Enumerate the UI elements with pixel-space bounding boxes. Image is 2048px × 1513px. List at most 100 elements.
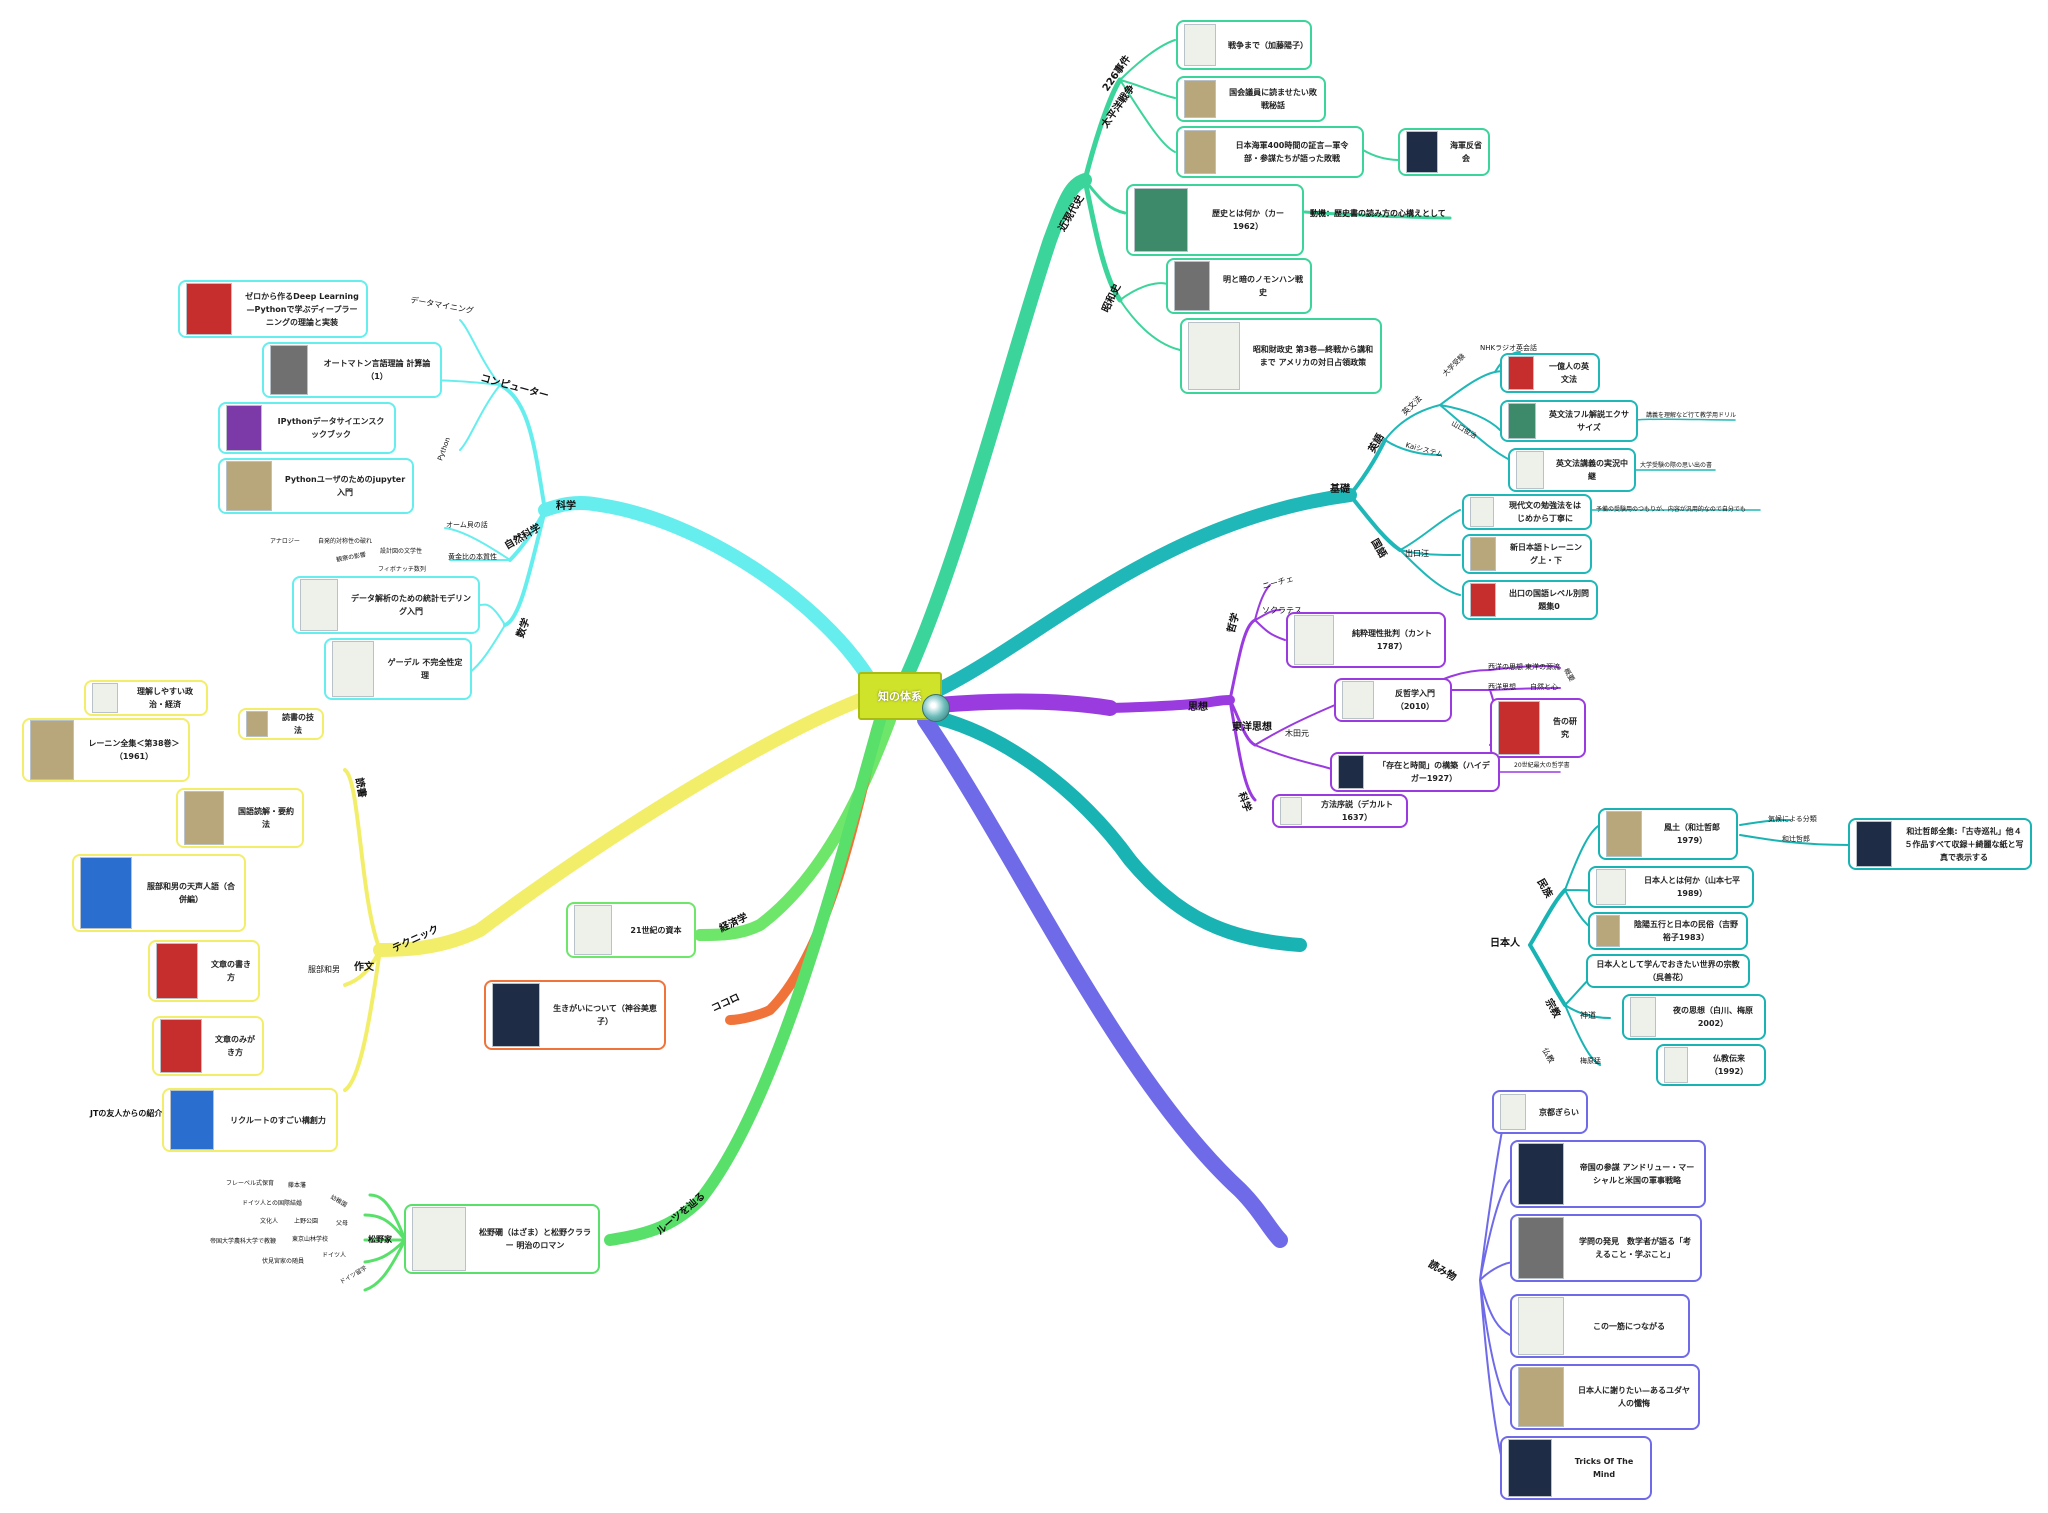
- node-sakubun[interactable]: 作文: [354, 962, 374, 973]
- book-node[interactable]: 学問の発見 数学者が語る「考えること・学ぶこと」: [1510, 1214, 1702, 1282]
- book-title: この一筋につながる: [1593, 1321, 1665, 1331]
- book-node[interactable]: リクルートのすごい構創力: [162, 1088, 338, 1152]
- node-fuji[interactable]: 藤本藩: [288, 1182, 307, 1189]
- book-node[interactable]: データ解析のための統計モデリング入門: [292, 576, 480, 634]
- book-node[interactable]: 日本海軍400時間の証言—軍令部・参謀たちが語った敗戦: [1176, 126, 1364, 178]
- node-umehara[interactable]: 梅原猛: [1580, 1057, 1601, 1065]
- book-node[interactable]: 戦争まで（加藤陽子）: [1176, 20, 1312, 70]
- book-node[interactable]: 日本人とは何か（山本七平1989）: [1588, 866, 1754, 908]
- book-node[interactable]: 国語読解・要約法: [176, 788, 304, 848]
- book-node[interactable]: 陰陽五行と日本の民俗（吉野裕子1983）: [1588, 912, 1748, 950]
- book-node[interactable]: 方法序説（デカルト1637）: [1272, 794, 1408, 828]
- book-node[interactable]: 反哲学入門（2010）: [1334, 678, 1452, 722]
- node-oyaku[interactable]: 父母: [336, 1220, 349, 1227]
- node-ohm[interactable]: オーム貝の話: [446, 521, 488, 529]
- node-shisou[interactable]: 思想: [1188, 702, 1208, 713]
- book-node[interactable]: 一億人の英文法: [1500, 353, 1600, 393]
- node-shinto[interactable]: 神道: [1580, 1011, 1596, 1020]
- node-ueno[interactable]: 上野公園: [294, 1218, 319, 1225]
- node-ougon[interactable]: 黄金比の本質性: [448, 553, 497, 561]
- book-node[interactable]: 生きがいについて（神谷美恵子）: [484, 980, 666, 1050]
- book-node[interactable]: 文章の書き方: [148, 940, 260, 1002]
- book-node[interactable]: 風土（和辻哲郎1979）: [1598, 808, 1738, 860]
- node-jt[interactable]: JTの友人からの紹介: [90, 1109, 163, 1118]
- book-cover-image: [1606, 811, 1642, 857]
- book-node[interactable]: 読書の技法: [238, 708, 324, 740]
- book-node[interactable]: 21世紀の資本: [566, 902, 696, 958]
- book-node[interactable]: 文章のみがき方: [152, 1016, 264, 1076]
- node-sekkei[interactable]: 設計図の文学性: [380, 548, 423, 555]
- book-node[interactable]: 出口の国語レベル別問題集0: [1462, 580, 1598, 620]
- book-node[interactable]: 純粋理性批判（カント1787）: [1286, 612, 1446, 668]
- node-german[interactable]: ドイツ人との国際結婚: [242, 1200, 302, 1207]
- book-node[interactable]: オートマトン言語理論 計算論（1）: [262, 342, 442, 398]
- book-node[interactable]: Pythonユーザのためのjupyter入門: [218, 458, 414, 514]
- book-title: 出口の国語レベル別問題集0: [1509, 589, 1589, 611]
- node-kida[interactable]: 木田元: [1285, 729, 1309, 738]
- node-jidai[interactable]: 自然と心: [1530, 683, 1558, 691]
- expand-knob-icon[interactable]: [922, 694, 950, 722]
- node-seiyou-kokoro[interactable]: 西洋の思想: [1488, 663, 1523, 671]
- note-heidegger: 20世紀最大の哲学書: [1514, 762, 1570, 769]
- node-kanji-c[interactable]: 文化人: [260, 1218, 279, 1225]
- book-node[interactable]: 新日本語トレーニング上・下: [1462, 534, 1592, 574]
- book-node[interactable]: ゲーデル 不完全性定理: [324, 638, 472, 700]
- book-node[interactable]: Tricks Of The Mind: [1500, 1436, 1652, 1500]
- book-title: 歴史とは何か（カー1962）: [1212, 209, 1284, 231]
- book-node[interactable]: 告の研究: [1490, 698, 1586, 758]
- book-node[interactable]: 松野礀（はざま）と松野クララー 明治のロマン: [404, 1204, 600, 1274]
- node-socrates[interactable]: ソクラテス: [1262, 606, 1302, 615]
- node-huku[interactable]: 伏見宮家の随員: [262, 1258, 305, 1265]
- book-node[interactable]: 英文法フル解説エクササイズ: [1500, 400, 1638, 442]
- book-node[interactable]: ゼロから作るDeep Learning —Pythonで学ぶディープラーニングの…: [178, 280, 368, 338]
- book-node[interactable]: この一筋につながる: [1510, 1294, 1690, 1358]
- book-node[interactable]: 服部和男の天声人語（合併編）: [72, 854, 246, 932]
- node-analogy[interactable]: アナロジー: [270, 538, 300, 545]
- book-node[interactable]: 日本人に謝りたい—あるユダヤ人の懺悔: [1510, 1364, 1700, 1430]
- book-cover-image: [1500, 1094, 1526, 1130]
- node-froebel[interactable]: フレーベル式保育: [226, 1180, 275, 1187]
- node-doitsu[interactable]: ドイツ人: [322, 1252, 347, 1259]
- book-node[interactable]: 京都ぎらい: [1492, 1090, 1588, 1134]
- book-node[interactable]: IPythonデータサイエンスクックブック: [218, 402, 396, 454]
- book-node[interactable]: 仏教伝来（1992）: [1656, 1044, 1766, 1086]
- node-kiso[interactable]: 基礎: [1330, 484, 1350, 495]
- node-kikou[interactable]: 気候による分類: [1768, 815, 1817, 823]
- node-matsuno[interactable]: 松野家: [368, 1235, 392, 1244]
- book-title: ゲーデル 不完全性定理: [387, 658, 463, 680]
- book-node[interactable]: レーニン全集＜第38巻＞（1961）: [22, 718, 190, 782]
- book-node[interactable]: 「存在と時間」の構築（ハイデガー1927）: [1330, 752, 1500, 792]
- book-node[interactable]: 理解しやすい政治・経済: [84, 680, 208, 716]
- node-jiko[interactable]: 自発的対称性の破れ: [318, 538, 373, 545]
- node-teikoku[interactable]: 帝国大学農科大学で教鞭: [210, 1238, 277, 1245]
- book-cover-image: [30, 720, 74, 780]
- book-node[interactable]: 日本人として学んでおきたい世界の宗教（呉善花）: [1586, 954, 1750, 988]
- book-title: 日本海軍400時間の証言—軍令部・参謀たちが語った敗戦: [1235, 141, 1349, 163]
- node-nihonjin[interactable]: 日本人: [1490, 938, 1520, 949]
- book-node[interactable]: 海軍反省会: [1398, 128, 1490, 176]
- note-kiso-2: 大学受験の際の思い出の書: [1640, 462, 1713, 469]
- book-node[interactable]: 現代文の勉強法をはじめから丁寧に: [1462, 494, 1592, 530]
- node-tennou[interactable]: 東京山林学校: [292, 1236, 329, 1243]
- node-toyo2[interactable]: 東洋の源流: [1525, 663, 1560, 671]
- book-node[interactable]: 帝国の参謀 アンドリュー・マーシャルと米国の軍事戦略: [1510, 1140, 1706, 1208]
- node-seiyou[interactable]: 西洋思想: [1488, 683, 1516, 691]
- branch-nihonjin: [918, 708, 1307, 952]
- book-cover-image: [1184, 80, 1216, 118]
- node-dokusho[interactable]: 読書: [352, 777, 368, 799]
- node-fibonacci[interactable]: フィボナッチ数列: [378, 566, 426, 573]
- book-node[interactable]: 明と暗のノモンハン戦史: [1166, 258, 1312, 314]
- node-watsuji[interactable]: 和辻哲郎: [1782, 835, 1810, 843]
- book-node[interactable]: 夜の思想（白川、梅原2002）: [1622, 994, 1766, 1040]
- book-node[interactable]: 英文法講義の実況中継: [1508, 448, 1636, 492]
- book-cover-image: [1470, 497, 1494, 527]
- node-kaneko[interactable]: 服部和男: [308, 965, 340, 974]
- book-node[interactable]: 歴史とは何か（カー1962）: [1126, 184, 1304, 256]
- book-node[interactable]: 国会議員に読ませたい敗戦秘話: [1176, 76, 1326, 122]
- book-node[interactable]: 和辻哲郎全集:「古寺巡礼」他４５作品すべて収録＋綺麗な紙と写真で表示する: [1848, 818, 2032, 870]
- node-deguchi[interactable]: 出口汪: [1405, 549, 1429, 558]
- node-touyou[interactable]: 東洋思想: [1232, 722, 1272, 733]
- book-node[interactable]: 昭和財政史 第3巻—終戦から講和まで アメリカの対日占領政策: [1180, 318, 1382, 394]
- node-kagaku[interactable]: 科学: [556, 501, 576, 512]
- node-nhk[interactable]: NHKラジオ英会話: [1480, 344, 1537, 352]
